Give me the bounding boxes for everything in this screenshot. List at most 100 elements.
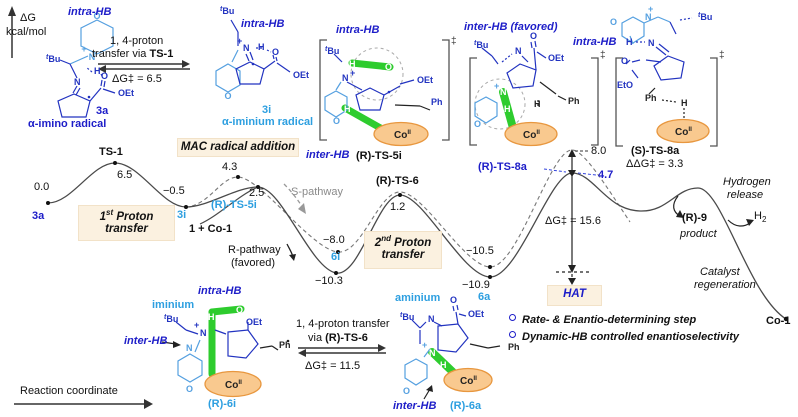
hb-label-ts5i-bottom: inter-HB bbox=[306, 149, 350, 161]
atom-h2: H bbox=[681, 98, 688, 108]
atom-o-green: O bbox=[385, 62, 392, 72]
hydrogen-release-2: release bbox=[727, 189, 764, 201]
atom-h-green: H bbox=[440, 360, 447, 370]
cobalt-label: CoII bbox=[394, 129, 411, 141]
double-dagger: ‡ bbox=[600, 50, 606, 61]
atom-o-morpholine: O bbox=[224, 91, 231, 101]
atom-h-green: H bbox=[504, 104, 511, 114]
atom-oet: OEt bbox=[293, 70, 309, 80]
catalyst-regen-1: Catalyst bbox=[700, 266, 740, 278]
atom-plus: + bbox=[194, 320, 199, 330]
second-proton-line2: transfer bbox=[381, 248, 425, 261]
atom-o-morpholine: O bbox=[93, 11, 100, 21]
h2-label: H2 bbox=[754, 210, 767, 225]
atom-o-carbonyl: O bbox=[101, 71, 108, 81]
energy-ts6: 1.2 bbox=[390, 201, 406, 213]
atom-oet: OEt bbox=[468, 309, 484, 319]
start-branch-curve bbox=[199, 187, 257, 225]
equilibrium-arrow-ts1 bbox=[98, 60, 190, 73]
y-axis-arrow bbox=[8, 6, 16, 58]
hat-box: HAT bbox=[547, 285, 602, 306]
cobalt-label: CoII bbox=[225, 379, 242, 391]
structure-ts5i: ‡ CoII tBu H O N + OEt Ph H O bbox=[319, 36, 457, 147]
energy-ts1: 6.5 bbox=[117, 169, 133, 181]
atom-h: H bbox=[626, 37, 633, 47]
atom-tbu: tBu bbox=[400, 312, 414, 322]
caption-ts5i: (R)-TS-5i bbox=[356, 150, 402, 162]
double-dagger: ‡ bbox=[719, 50, 725, 61]
bullet-icon bbox=[509, 331, 516, 338]
atom-oet: OEt bbox=[548, 53, 564, 63]
h2-arrow bbox=[727, 219, 754, 227]
energy-ts8-s: 8.0 bbox=[591, 145, 607, 157]
catalyst-regen-2: regeneration bbox=[694, 279, 756, 291]
bullet-note-1: Rate- & Enantio-determining step bbox=[509, 314, 696, 326]
hb-label-ts5i-top: intra-HB bbox=[336, 24, 380, 36]
energy-ts8-r: 4.7 bbox=[598, 169, 614, 181]
ddg-value: ΔΔG‡ = 3.3 bbox=[626, 158, 684, 170]
first-proton-line2: transfer bbox=[105, 222, 148, 235]
curve-label-co1: Co-1 bbox=[766, 315, 791, 327]
atom-o-carbonyl: O bbox=[530, 31, 537, 41]
first-proton-transfer-box: 1st Proton transfer bbox=[78, 205, 175, 241]
curve-label-ts1: TS-1 bbox=[99, 146, 123, 158]
atom-n-iminium: N bbox=[243, 43, 250, 53]
energy-3i: −0.5 bbox=[163, 185, 185, 197]
atom-ph: Ph bbox=[279, 340, 291, 350]
structure-ts8aR: ‡ CoII tBu N O OEt Ph H N + H O bbox=[469, 31, 606, 147]
atom-ph: Ph bbox=[568, 96, 580, 106]
atom-h: H bbox=[534, 99, 541, 109]
atom-n-morpholine: N bbox=[89, 52, 96, 62]
x-axis-title: Reaction coordinate bbox=[20, 385, 118, 397]
product-word: product bbox=[680, 228, 717, 240]
atom-o-carbonyl: O bbox=[621, 56, 628, 66]
cation-label-6a: aminium bbox=[395, 292, 441, 304]
caption-3i: α-iminium radical bbox=[222, 116, 314, 128]
s-pathway-arrow bbox=[283, 183, 306, 214]
hb-label-3i: intra-HB bbox=[241, 18, 285, 30]
caption-3a: α-imino radical bbox=[28, 118, 107, 130]
bullet-icon bbox=[509, 314, 516, 321]
atom-plus: + bbox=[494, 81, 499, 91]
curve-label-ts8aR: (R)-TS-8a bbox=[478, 161, 527, 173]
atom-n-iminium: N bbox=[200, 328, 207, 338]
energy-6a-s: −10.5 bbox=[466, 245, 494, 257]
s-pathway-label: S-pathway bbox=[291, 186, 343, 198]
second-proton-transfer-box: 2nd Proton transfer bbox=[364, 231, 442, 269]
atom-tbu: tBu bbox=[164, 314, 178, 324]
atom-n-imine: N bbox=[74, 77, 81, 87]
caption-6a: (R)-6a bbox=[450, 400, 482, 412]
caption-3a-name: 3a bbox=[96, 105, 109, 117]
atom-oet: OEt bbox=[246, 317, 262, 327]
r-pathway-curve bbox=[47, 162, 787, 320]
curve-label-ts6: (R)-TS-6 bbox=[376, 175, 419, 187]
atom-n-green: N bbox=[500, 87, 507, 97]
structure-6i: CoII tBu N + H O OEt Ph N O bbox=[161, 305, 291, 398]
atom-o-carbonyl: O bbox=[272, 47, 279, 57]
atom-n-imine: N bbox=[428, 314, 435, 324]
hat-barrier-value: ΔG‡ = 15.6 bbox=[545, 215, 601, 227]
curve-label-6a: 6a bbox=[478, 291, 491, 303]
hb-label-6i-top: intra-HB bbox=[198, 285, 242, 297]
y-axis-title: ΔG bbox=[20, 12, 36, 24]
caption-3i-name: 3i bbox=[262, 104, 272, 116]
hb-label-6a: inter-HB bbox=[393, 400, 437, 412]
hydrogen-release-1: Hydrogen bbox=[723, 176, 771, 188]
product-name: (R)-9 bbox=[682, 212, 708, 224]
cation-label-6i: iminium bbox=[152, 299, 195, 311]
atom-h-green2: H bbox=[344, 104, 351, 114]
atom-eto: EtO bbox=[617, 80, 633, 90]
y-axis-unit: kcal/mol bbox=[6, 26, 47, 38]
x-axis-arrow bbox=[14, 399, 153, 409]
atom-ph: Ph bbox=[645, 93, 657, 103]
structure-3a: O N + tBu H N O OEt bbox=[46, 11, 134, 118]
bullet-note-2: Dynamic-HB controlled enantioselectivity bbox=[509, 331, 739, 343]
atom-tbu: tBu bbox=[46, 54, 60, 64]
equilibrium-arrow-ts6 bbox=[298, 344, 386, 357]
product-arrow bbox=[673, 195, 684, 218]
r-pathway-arrow bbox=[286, 243, 296, 261]
curve-label-3a: 3a bbox=[32, 210, 45, 222]
ts8r-leader-dashes bbox=[543, 168, 597, 176]
